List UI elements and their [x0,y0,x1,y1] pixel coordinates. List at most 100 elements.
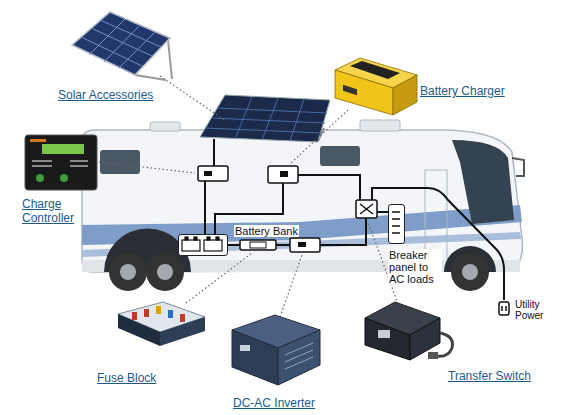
roof-solar-panel [262,98,278,140]
rv-body [150,122,180,131]
schematic-parts [360,204,373,214]
inverter-product [232,315,320,385]
product-link: DC-AC Inverter [233,396,315,410]
solar-panel-product [89,19,125,55]
fuse-block-product [180,314,185,322]
solar-panel-product [100,20,161,47]
solar-panel-product [119,32,155,68]
node-label: Utility Power [514,299,550,321]
wiring [372,188,504,300]
wiring [213,139,215,166]
inverter-product [240,345,250,351]
breaker-switches [392,211,400,213]
solar-panel-product [135,75,166,80]
schematic-parts [298,242,306,247]
transfer-switch-product [378,330,390,338]
schematic-parts [280,171,288,177]
wiring [298,175,360,200]
leader-lines [160,76,226,121]
inverter-product [278,330,320,385]
battery-charger-product [343,85,357,95]
roof-solar-panel [290,99,304,141]
rv-wheels [157,264,173,280]
fuse-block-product [168,310,173,318]
product-link: Charge Controller [22,197,84,225]
rv-body [100,150,140,174]
solar-panel-product [72,12,172,80]
battery-charger-product [335,58,417,115]
leader-lines [99,76,398,317]
breaker-panel: Breaker panel to AC loads [388,204,405,244]
rv-wheels [462,264,478,280]
breaker-switches [392,212,400,233]
rv-wheels [109,253,147,291]
rv-body [320,146,360,166]
charge-controller-product [30,139,46,142]
schematic-parts [360,204,373,214]
schematic-parts [268,166,298,183]
breaker-switches [392,225,400,227]
transfer-switch-product [436,333,453,356]
roof-solar-panel [200,95,330,142]
plug-icon [499,302,509,315]
schematic-parts [198,166,228,181]
rv-body [512,158,524,176]
transfer-switch-product [428,352,438,359]
product-link: Solar Accessories [58,88,153,102]
breaker-switches [392,218,400,220]
charge-controller-product [36,174,44,182]
schematic-parts [204,171,212,176]
rv-body [360,120,400,131]
solar-panel-product [168,40,172,79]
schematic-parts [356,200,377,218]
rv-body [452,140,514,224]
charge-controller-product [25,135,97,190]
roof-solar-panel [217,108,327,113]
fuse-block-product [132,312,137,320]
solar-panel-product [81,37,142,66]
battery-charger-product [393,75,417,115]
leader-lines [99,162,195,173]
battery-cells [216,237,219,240]
plug-icon [505,306,507,311]
product-link: Fuse Block [97,371,156,385]
wiring [205,139,504,300]
transfer-switch-product [365,318,410,360]
battery-bank [179,235,226,254]
rv-wheels [120,264,136,280]
roof-solar-panel [211,118,325,123]
battery-cells [182,237,222,251]
fuse-block-product [118,314,160,346]
battery-cells [182,240,200,251]
utility-power [497,300,511,318]
wiring [204,181,206,234]
battery-cells [207,237,210,240]
leader-lines [291,110,348,163]
solar-panel-product [72,12,170,75]
breaker-panel [389,205,403,242]
charge-controller-product [70,165,88,167]
charge-controller-product [60,174,68,182]
charge-controller-product [32,160,52,162]
fuse-block-product [118,302,205,346]
wiring [377,211,388,213]
inverter-product [285,357,313,369]
roof-solar-panel [205,128,322,133]
product-link: Battery Charger [420,84,505,98]
schematic-parts [240,240,276,250]
product-link: Transfer Switch [448,369,531,383]
breaker-switches [392,232,400,234]
roof-solar-panel [235,97,252,139]
battery-cells [194,237,197,240]
schematic-parts [290,238,320,252]
inverter-product [232,330,278,385]
rv-wheels [451,253,489,291]
solar-panel-product [104,25,140,62]
plug-icon [499,302,509,315]
charge-controller-product [32,165,52,167]
node-label: Breaker panel to AC loads [388,249,442,285]
battery-bank: Battery Bank [178,234,228,256]
inverter-product [285,350,313,362]
